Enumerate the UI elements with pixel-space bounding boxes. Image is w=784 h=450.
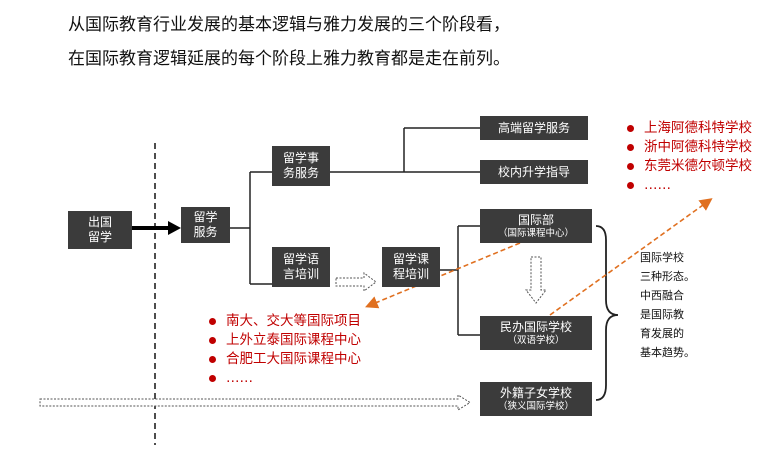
heading-line-1: 从国际教育行业发展的基本逻辑与雅力发展的三个阶段看， — [68, 15, 510, 35]
hollow-arrow-right — [335, 272, 377, 292]
node-minban: 民办国际学校 （双语学校） — [480, 316, 592, 350]
node-chuguo-line1: 出国 — [87, 215, 112, 229]
node-kecheng-line2: 程培训 — [392, 267, 429, 281]
right-school-list: 上海阿德科特学校 浙中阿德科特学校 东莞米德尔顿学校 …… — [624, 119, 752, 195]
left-project-list: 南大、交大等国际项目 上外立泰国际课程中心 合肥工大国际课程中心 …… — [206, 312, 361, 388]
node-fuwu-line2: 服务 — [193, 225, 218, 239]
note-line: 中西融合 — [640, 289, 684, 302]
hollow-arrow-down — [524, 256, 548, 304]
node-minban-title: 民办国际学校 — [499, 319, 572, 334]
node-yuyan-line2: 言培训 — [282, 267, 319, 281]
node-xiaonei-label: 校内升学指导 — [497, 164, 570, 179]
bold-arrow-head — [168, 221, 181, 235]
note-line: 是国际教 — [640, 308, 684, 321]
node-kecheng-line1: 留学课 — [392, 252, 429, 266]
node-chuguo-liuxue: 出国 留学 — [68, 211, 132, 249]
list-item: 上海阿德科特学校 — [624, 119, 752, 138]
note-line: 国际学校 — [640, 251, 684, 264]
list-item: …… — [206, 369, 361, 388]
orange-arrow-to-left-list — [365, 242, 521, 309]
node-waiji-sub: （狭义国际学校） — [497, 400, 574, 412]
node-liuxue-fuwu: 留学 服务 — [181, 207, 230, 243]
node-guojibu-title: 国际部 — [517, 212, 554, 227]
node-waiji-title: 外籍子女学校 — [499, 385, 572, 400]
right-curly-brace — [595, 225, 619, 401]
note-line: 三种形态。 — [640, 270, 695, 283]
node-xiaonei-shengxue: 校内升学指导 — [480, 160, 588, 184]
node-guojibu-sub: （国际课程中心） — [497, 227, 574, 239]
node-fuwu-line1: 留学 — [193, 210, 218, 224]
node-gaoduan-liuxue: 高端留学服务 — [480, 116, 588, 140]
node-shiwu-line1: 留学事 — [282, 151, 319, 165]
side-note: 国际学校 三种形态。 中西融合 是国际教 育发展的 基本趋势。 — [640, 248, 695, 362]
heading-line-2: 在国际教育逻辑延展的每个阶段上雅力教育都是走在前列。 — [68, 49, 510, 69]
node-liuxue-yuyan: 留学语 言培训 — [272, 247, 330, 287]
list-item: …… — [624, 176, 752, 195]
node-minban-sub: （双语学校） — [507, 334, 565, 346]
list-item: 上外立泰国际课程中心 — [206, 331, 361, 350]
note-line: 育发展的 — [640, 327, 684, 340]
node-shiwu-line2: 务服务 — [282, 166, 319, 180]
long-hollow-arrow — [39, 394, 471, 411]
node-yuyan-line1: 留学语 — [282, 252, 319, 266]
note-line: 基本趋势。 — [640, 346, 695, 359]
node-guojibu: 国际部 （国际课程中心） — [480, 209, 592, 243]
list-item: 浙中阿德科特学校 — [624, 138, 752, 157]
node-waiji: 外籍子女学校 （狭义国际学校） — [480, 382, 592, 416]
list-item: 合肥工大国际课程中心 — [206, 350, 361, 369]
list-item: 南大、交大等国际项目 — [206, 312, 361, 331]
node-gaoduan-label: 高端留学服务 — [497, 120, 570, 135]
orange-arrow-to-right-list — [549, 198, 713, 316]
node-chuguo-line2: 留学 — [87, 230, 112, 244]
node-liuxue-kecheng: 留学课 程培训 — [382, 247, 440, 287]
list-item: 东莞米德尔顿学校 — [624, 157, 752, 176]
node-liuxue-shiwu: 留学事 务服务 — [272, 146, 330, 186]
